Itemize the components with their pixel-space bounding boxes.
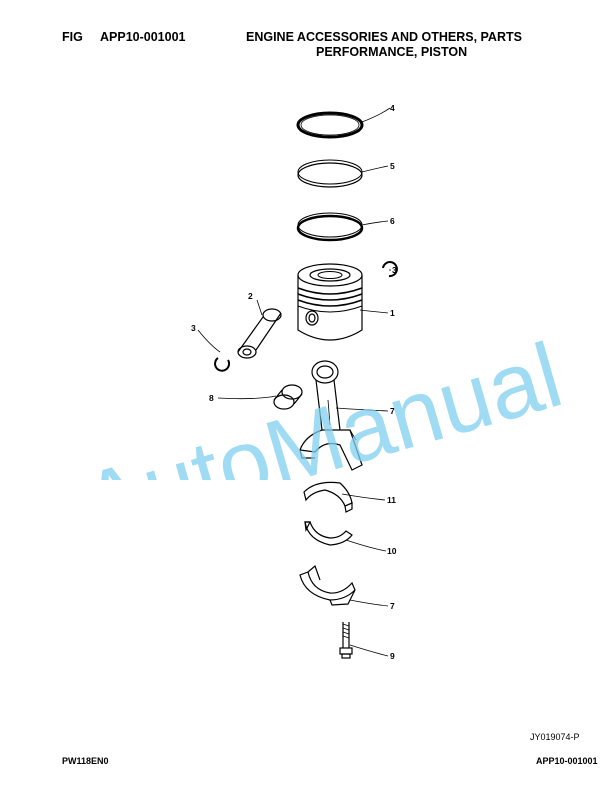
bearing-shell-upper [303, 481, 353, 513]
callout-7-cap: 7 [390, 601, 395, 611]
callout-4: 4 [390, 103, 395, 113]
leader-9 [349, 644, 389, 657]
callout-6: 6 [390, 216, 395, 226]
page-title-line-1: ENGINE ACCESSORIES AND OTHERS, PARTS [246, 30, 522, 44]
callout-7-rod: 7 [390, 406, 395, 416]
callout-9: 9 [390, 651, 395, 661]
page-title-line-2: PERFORMANCE, PISTON [316, 45, 468, 59]
snap-ring-left [214, 357, 231, 372]
footer-figure-number: APP10-001001 [536, 756, 598, 766]
piston-ring-second [297, 159, 363, 188]
figure-label: FIG [62, 30, 83, 44]
leader-11 [341, 493, 386, 501]
callout-11: 11 [387, 495, 396, 505]
callout-10: 10 [387, 546, 397, 556]
piston-ring-top [296, 111, 364, 139]
connecting-rod-cap [299, 564, 356, 606]
piston-pin [237, 308, 282, 359]
callout-5: 5 [390, 161, 395, 171]
callout-1: 1 [390, 308, 395, 318]
piston [297, 263, 363, 341]
bearing-shell-lower [304, 521, 353, 546]
bushing [273, 384, 303, 410]
leader-3-left [197, 329, 221, 353]
figure-number: APP10-001001 [100, 30, 186, 44]
leader-6 [361, 220, 389, 226]
leader-5 [361, 165, 389, 173]
callout-8: 8 [209, 393, 214, 403]
snap-ring-right [382, 261, 398, 278]
callout-3-left: 3 [191, 323, 196, 333]
drawing-code: JY019074-P [530, 732, 580, 742]
cap-bolt [339, 622, 353, 659]
leader-7-rod [335, 407, 389, 412]
leader-2 [256, 299, 263, 316]
leader-7-cap [349, 599, 389, 607]
leader-4 [361, 107, 391, 123]
connecting-rod [299, 360, 363, 471]
callout-3-right: 3 [392, 265, 397, 275]
callout-2: 2 [248, 291, 253, 301]
leader-10 [345, 539, 387, 552]
leader-8 [217, 395, 277, 400]
footer-manual-code: PW118EN0 [62, 756, 109, 766]
piston-ring-oil [296, 212, 364, 242]
leader-1 [359, 309, 389, 314]
